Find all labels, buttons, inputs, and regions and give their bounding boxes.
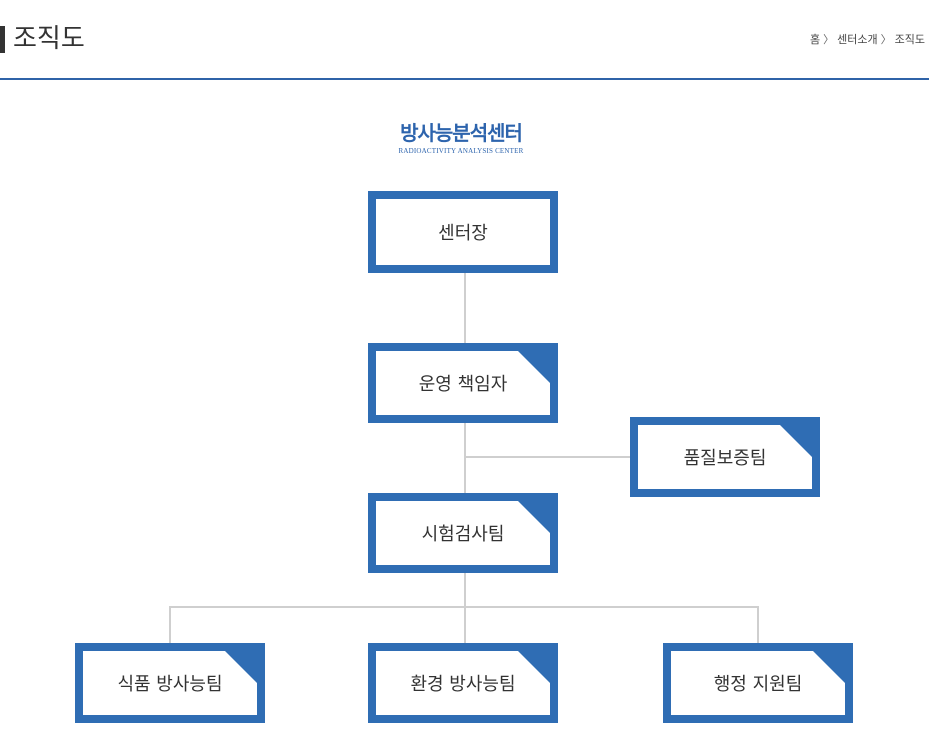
org-box-admin-support-team: 행정 지원팀 [663, 643, 853, 723]
corner-fold-decoration [517, 350, 551, 384]
corner-fold-decoration [517, 650, 551, 684]
corner-fold-decoration [779, 424, 813, 458]
breadcrumb-separator: 〉 [880, 33, 892, 46]
page-title: 조직도 [13, 24, 85, 54]
org-box-label: 행정 지원팀 [713, 674, 803, 695]
breadcrumb: 홈〉센터소개〉조직도 [810, 33, 925, 47]
org-box-label: 시험검사팀 [421, 524, 505, 545]
breadcrumb-center-intro[interactable]: 센터소개 [837, 33, 878, 46]
connector-line [169, 606, 171, 644]
corner-fold-decoration [224, 650, 258, 684]
org-box-operations-manager: 운영 책임자 [368, 343, 558, 423]
org-box-label: 환경 방사능팀 [410, 674, 516, 695]
org-box-environment-radioactivity-team: 환경 방사능팀 [368, 643, 558, 723]
connector-line [464, 272, 466, 344]
connector-line [464, 456, 631, 458]
connector-line [169, 606, 759, 608]
org-title-english: RADIOACTIVITY ANALYSIS CENTER [398, 147, 524, 155]
org-box-label: 운영 책임자 [418, 374, 508, 395]
title-accent-bar [0, 26, 5, 53]
corner-fold-decoration [812, 650, 846, 684]
connector-line [464, 572, 466, 644]
org-box-label: 센터장 [438, 223, 488, 244]
org-title-korean: 방사능분석센터 [400, 121, 523, 145]
org-box-testing-team: 시험검사팀 [368, 493, 558, 573]
connector-line [464, 422, 466, 494]
header-divider [0, 78, 929, 80]
org-box-food-radioactivity-team: 식품 방사능팀 [75, 643, 265, 723]
breadcrumb-home[interactable]: 홈 [810, 33, 821, 46]
org-box-director: 센터장 [368, 191, 558, 273]
org-title-logo: 방사능분석센터 RADIOACTIVITY ANALYSIS CENTER [361, 120, 561, 156]
org-box-label: 식품 방사능팀 [117, 674, 223, 695]
breadcrumb-separator: 〉 [823, 33, 835, 46]
breadcrumb-current: 조직도 [894, 33, 925, 46]
corner-fold-decoration [517, 500, 551, 534]
connector-line [757, 606, 759, 644]
org-box-label: 품질보증팀 [683, 448, 767, 469]
org-box-quality-team: 품질보증팀 [630, 417, 820, 497]
